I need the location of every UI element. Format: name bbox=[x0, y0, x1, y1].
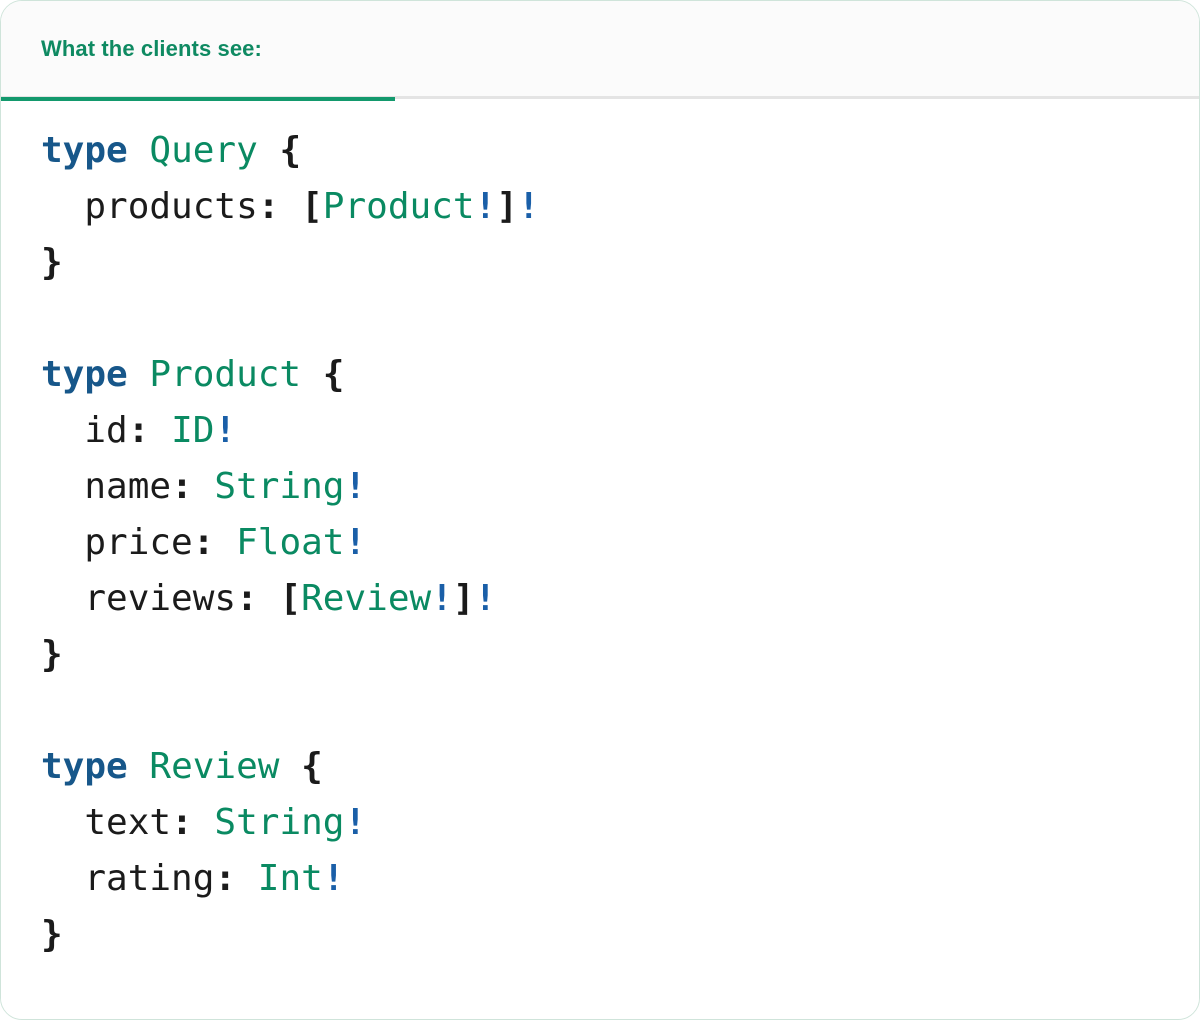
code-token-punctuation: [ bbox=[279, 578, 302, 619]
code-token-non-null-bang: ! bbox=[474, 578, 497, 619]
code-line: type Query { bbox=[41, 123, 1199, 179]
code-line: type Product { bbox=[41, 347, 1199, 403]
code-token-plain bbox=[128, 746, 150, 787]
code-token-non-null-bang: ! bbox=[344, 466, 367, 507]
code-token-punctuation: { bbox=[322, 354, 345, 395]
code-token-plain bbox=[41, 858, 84, 899]
code-token-field-name: price bbox=[84, 522, 193, 563]
code-token-punctuation: ] bbox=[496, 186, 518, 227]
code-editor[interactable]: type Query { products: [Product!]!} type… bbox=[1, 99, 1199, 1018]
code-token-non-null-bang: ! bbox=[431, 578, 453, 619]
code-line: reviews: [Review!]! bbox=[41, 571, 1199, 627]
code-token-type-name: String bbox=[214, 802, 345, 843]
code-token-plain bbox=[41, 410, 84, 451]
code-line: name: String! bbox=[41, 459, 1199, 515]
code-token-punctuation: ] bbox=[452, 578, 475, 619]
tab-strip: What the clients see: bbox=[1, 1, 1199, 101]
code-token-keyword: type bbox=[41, 746, 128, 787]
tab-what-the-clients-see[interactable]: What the clients see: bbox=[1, 1, 395, 101]
code-token-type-name: Product bbox=[149, 354, 302, 395]
code-token-punctuation: } bbox=[41, 242, 63, 283]
code-token-plain bbox=[41, 466, 84, 507]
graphql-schema-code: type Query { products: [Product!]!} type… bbox=[1, 123, 1199, 963]
code-token-field-name: products bbox=[84, 186, 258, 227]
code-token-punctuation: } bbox=[41, 634, 63, 675]
code-line: price: Float! bbox=[41, 515, 1199, 571]
code-token-plain bbox=[41, 578, 84, 619]
code-token-non-null-bang: ! bbox=[322, 858, 345, 899]
code-line: rating: Int! bbox=[41, 851, 1199, 907]
code-token-punctuation: : bbox=[236, 578, 280, 619]
code-token-plain bbox=[258, 130, 280, 171]
code-token-field-name: reviews bbox=[84, 578, 237, 619]
code-token-keyword: type bbox=[41, 354, 128, 395]
code-token-punctuation: : bbox=[171, 466, 215, 507]
tab-label: What the clients see: bbox=[41, 35, 262, 61]
code-token-type-name: Int bbox=[257, 858, 323, 899]
code-line: } bbox=[41, 907, 1199, 963]
code-token-type-name: Review bbox=[149, 746, 280, 787]
code-line bbox=[41, 291, 1199, 347]
code-token-punctuation: : bbox=[257, 186, 302, 227]
code-line: id: ID! bbox=[41, 403, 1199, 459]
code-token-non-null-bang: ! bbox=[517, 186, 540, 227]
code-token-plain bbox=[41, 802, 84, 843]
code-line bbox=[41, 683, 1199, 739]
code-token-punctuation: : bbox=[214, 858, 258, 899]
code-token-punctuation: : bbox=[192, 522, 237, 563]
code-token-type-name: String bbox=[214, 466, 345, 507]
code-token-type-name: Review bbox=[301, 578, 432, 619]
code-token-non-null-bang: ! bbox=[214, 410, 237, 451]
code-token-non-null-bang: ! bbox=[344, 522, 367, 563]
code-token-field-name: rating bbox=[84, 858, 215, 899]
code-token-type-name: ID bbox=[171, 410, 215, 451]
code-token-punctuation: : bbox=[127, 410, 172, 451]
code-token-punctuation: { bbox=[279, 130, 302, 171]
code-token-plain bbox=[128, 354, 150, 395]
code-token-field-name: name bbox=[84, 466, 172, 507]
code-line: products: [Product!]! bbox=[41, 179, 1199, 235]
code-token-plain bbox=[41, 186, 84, 227]
code-token-punctuation: [ bbox=[301, 186, 323, 227]
code-token-non-null-bang: ! bbox=[344, 802, 367, 843]
code-token-non-null-bang: ! bbox=[474, 186, 497, 227]
code-token-field-name: id bbox=[84, 410, 128, 451]
code-token-type-name: Product bbox=[322, 186, 475, 227]
code-token-punctuation: } bbox=[41, 914, 63, 955]
code-token-punctuation: : bbox=[171, 802, 215, 843]
code-token-plain bbox=[41, 522, 84, 563]
code-token-plain bbox=[279, 746, 301, 787]
code-line: type Review { bbox=[41, 739, 1199, 795]
code-token-punctuation: { bbox=[301, 746, 323, 787]
code-token-type-name: Float bbox=[236, 522, 345, 563]
code-token-plain bbox=[301, 354, 323, 395]
code-line: text: String! bbox=[41, 795, 1199, 851]
code-token-field-name: text bbox=[84, 802, 172, 843]
code-line: } bbox=[41, 235, 1199, 291]
code-line: } bbox=[41, 627, 1199, 683]
code-token-type-name: Query bbox=[149, 130, 258, 171]
code-token-keyword: type bbox=[41, 130, 128, 171]
code-token-plain bbox=[128, 130, 150, 171]
